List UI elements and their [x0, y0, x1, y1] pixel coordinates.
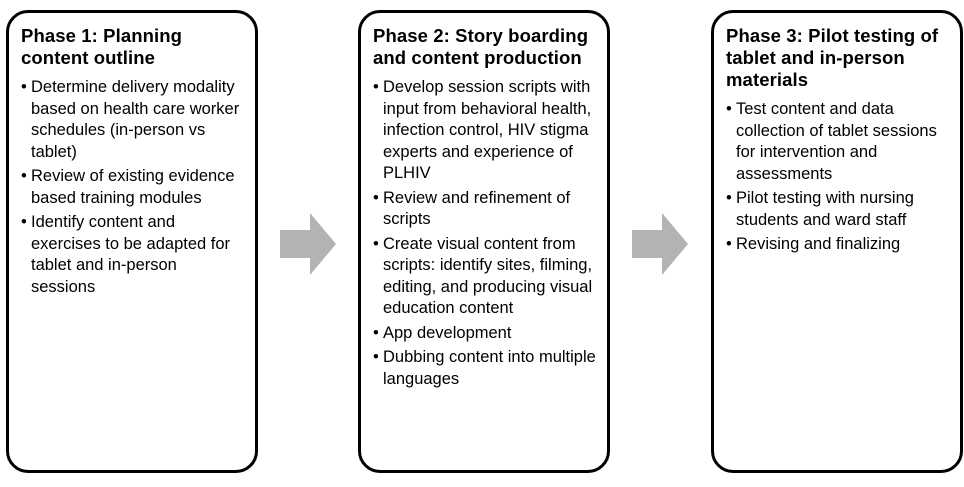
- bullet: •: [373, 323, 379, 342]
- bullet: •: [726, 235, 732, 253]
- bullet: •: [726, 189, 732, 207]
- phase-1-title: Phase 1: Planning content outline: [21, 25, 183, 68]
- phase-1-list: •Determine delivery modality based on he…: [21, 77, 245, 298]
- list-item: •Review of existing evidence based train…: [21, 167, 235, 207]
- phase-2-box: Phase 2: Story boarding and content prod…: [358, 10, 610, 473]
- bullet: •: [726, 100, 732, 118]
- bullet: •: [21, 213, 27, 231]
- phase-3-title: Phase 3: Pilot testing of tablet and in-…: [726, 25, 939, 90]
- phase-1-box: Phase 1: Planning content outline •Deter…: [6, 10, 258, 473]
- bullet: •: [21, 167, 27, 185]
- list-item: •Revising and finalizing: [726, 234, 950, 256]
- bullet: •: [21, 78, 27, 96]
- list-item: •Review and refinement of scripts: [373, 188, 571, 229]
- list-item: •Identify content and exercises to be ad…: [21, 213, 231, 296]
- list-item: •Pilot testing with nursing students and…: [726, 189, 914, 229]
- phase-2-list: •Develop session scripts with input from…: [373, 77, 597, 390]
- list-item: •Develop session scripts with input from…: [373, 78, 592, 182]
- list-item: •Create visual content from scripts: ide…: [373, 234, 593, 318]
- list-item: •Determine delivery modality based on he…: [21, 78, 240, 161]
- bullet: •: [373, 348, 379, 366]
- phase-3-box: Phase 3: Pilot testing of tablet and in-…: [711, 10, 963, 473]
- phase-2-title: Phase 2: Story boarding and content prod…: [373, 25, 589, 68]
- bullet: •: [373, 78, 379, 96]
- phase-3-list: •Test content and data collection of tab…: [726, 99, 950, 256]
- right-arrow-icon: [632, 213, 688, 275]
- bullet: •: [373, 234, 379, 253]
- right-arrow-icon: [280, 213, 336, 275]
- list-item: •App development: [373, 323, 597, 345]
- list-item: •Dubbing content into multiple languages: [373, 348, 596, 388]
- bullet: •: [373, 188, 379, 207]
- list-item: •Test content and data collection of tab…: [726, 100, 937, 183]
